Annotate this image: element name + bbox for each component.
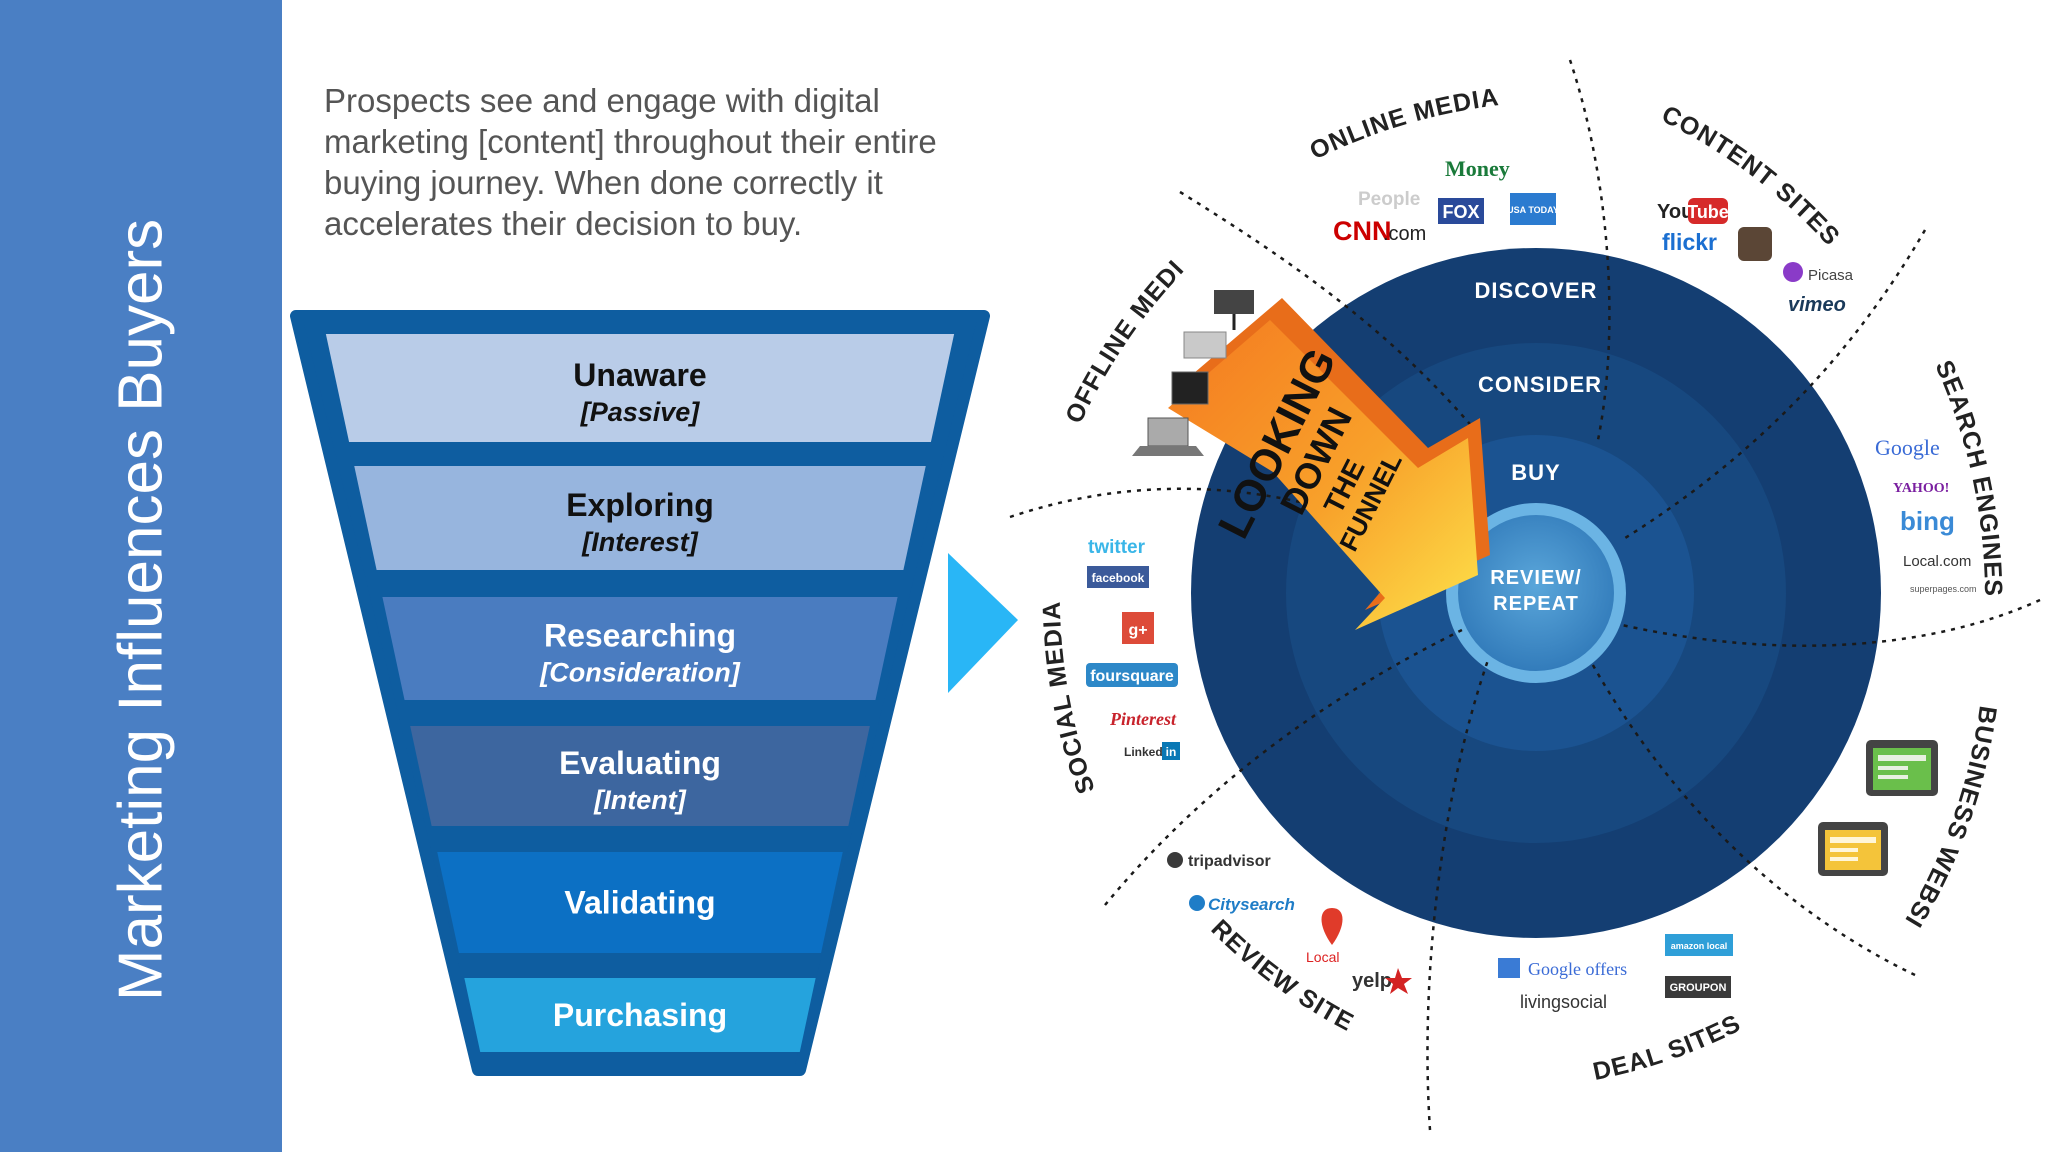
funnel-stages: Unaware [Passive] Exploring [Interest] Resea… — [290, 310, 990, 1076]
logo-google-local: Local — [1306, 949, 1339, 965]
logo-usa: USA TODAY — [1507, 205, 1559, 215]
logo-facebook-box — [1087, 566, 1149, 588]
funnel-stage-name: Researching — [544, 618, 736, 654]
divider-lines — [1009, 59, 2041, 1131]
ring-label-buy: BUY — [1511, 460, 1560, 485]
logo-cnn: CNN — [1333, 216, 1392, 246]
logo-linkedin-box — [1162, 742, 1180, 760]
logo-youtube-box — [1688, 198, 1728, 224]
business-website-icon-2 — [1818, 822, 1888, 876]
funnel-stage-name: Exploring — [566, 487, 714, 523]
logo-groupon-box — [1665, 976, 1731, 998]
logo-facebook: facebook — [1092, 571, 1145, 585]
logo-gplus-box — [1122, 612, 1154, 644]
svg-text:OFFLINE MEDIA: OFFLINE MEDIA — [0, 0, 1190, 428]
funnel-stage-subtitle: [Passive] — [580, 397, 701, 427]
logo-yahoo: YAHOO! — [1893, 481, 1949, 496]
logo-twitter: twitter — [1088, 537, 1146, 558]
logo-yelp: yelp — [1352, 970, 1392, 992]
logo-citysearch: Citysearch — [1208, 895, 1295, 914]
center-review-repeat — [1458, 515, 1614, 671]
logo-picasa: Picasa — [1808, 267, 1854, 284]
logo-cnn-com: .com — [1383, 223, 1426, 245]
category-deal-sites: DEAL SITES — [1590, 1009, 1744, 1086]
center-label-repeat: REPEAT — [1493, 593, 1579, 615]
category-offline-media: OFFLINE MEDIA — [0, 0, 1189, 428]
tv-icon — [1171, 371, 1209, 405]
tripadvisor-icon — [1167, 852, 1183, 868]
logo-foursquare: foursquare — [1090, 668, 1174, 685]
intro-text: Prospects see and engage with digital ma… — [324, 82, 937, 242]
logo-livingsocial: livingsocial — [1520, 992, 1607, 1012]
funnel-stage-name: Purchasing — [553, 997, 727, 1033]
projector-icon — [1214, 290, 1254, 330]
logo-groupon: GROUPON — [1670, 982, 1727, 994]
category-online-media: ONLINE MEDIA — [1305, 83, 1499, 165]
funnel-stage-exploring — [354, 466, 926, 570]
funnel-stage-name: Unaware — [573, 357, 706, 393]
logo-tripadvisor: tripadvisor — [1188, 853, 1271, 870]
laptop-icon — [1132, 417, 1204, 456]
svg-text:SOCIAL MEDIA: SOCIAL MEDIA — [1038, 600, 1101, 797]
funnel-stage-subtitle: [Consideration] — [539, 658, 741, 688]
logo-flickr: flickr — [1662, 229, 1717, 255]
ring-label-consider: CONSIDER — [1478, 372, 1602, 397]
logo-bing: bing — [1900, 506, 1955, 536]
svg-text:DEAL SITES: DEAL SITES — [1590, 1009, 1745, 1086]
logo-vimeo: vimeo — [1788, 294, 1846, 316]
funnel-stage-researching — [382, 597, 898, 700]
logo-superpages: superpages.com — [1910, 584, 1977, 594]
logo-linkedin-in: in — [1166, 745, 1177, 759]
logo-google-offers: Google offers — [1528, 959, 1627, 979]
brand-logos: Money People FOX USA TODAY CNN .com You … — [1086, 156, 1977, 1012]
funnel-stage-subtitle: [Intent] — [593, 785, 686, 815]
center-label-review: REVIEW/ — [1490, 567, 1581, 589]
google-offers-icon — [1498, 958, 1520, 978]
logo-foursquare-box — [1086, 663, 1178, 687]
funnel-stage-evaluating — [410, 726, 870, 826]
funnel-stage-validating — [437, 852, 843, 953]
logo-amazon-local: amazon local — [1671, 941, 1728, 951]
logo-fox-box — [1438, 198, 1484, 224]
logo-people: People — [1358, 189, 1420, 210]
logo-youtube-you: You — [1657, 201, 1693, 223]
logo-money: Money — [1445, 156, 1510, 181]
svg-text:ONLINE MEDIA: ONLINE MEDIA — [1305, 83, 1500, 165]
logo-amazon-box — [1665, 934, 1733, 956]
category-review-sites: REVIEW SITES — [0, 0, 1358, 1037]
map-pin-icon — [1321, 908, 1343, 945]
logo-pinterest: Pinterest — [1109, 709, 1177, 729]
citysearch-icon — [1189, 895, 1205, 911]
funnel-stage-name: Evaluating — [559, 745, 721, 781]
svg-text:REVIEW SITES: REVIEW SITES — [0, 0, 1358, 1037]
yelp-burst-icon — [1385, 968, 1412, 994]
funnel-stage-unaware — [325, 334, 955, 442]
funnel-stage-purchasing — [464, 978, 816, 1052]
sidebar: Marketing Influences Buyers — [0, 0, 282, 1152]
funnel-stage-name: Validating — [564, 885, 715, 921]
radio-icon — [1183, 331, 1227, 359]
picasa-icon — [1783, 262, 1803, 282]
logo-local: Local.com — [1903, 553, 1971, 570]
logo-fox: FOX — [1442, 202, 1479, 222]
logo-youtube-tube: Tube — [1687, 202, 1729, 222]
business-website-icon-1 — [1866, 740, 1938, 796]
logo-google: Google — [1875, 435, 1940, 460]
instagram-icon — [1738, 227, 1772, 261]
logo-gplus: g+ — [1128, 622, 1147, 639]
pointer-arrow — [948, 553, 1018, 693]
logo-linkedin: Linked — [1124, 745, 1163, 759]
funnel-stage-subtitle: [Interest] — [581, 527, 699, 557]
ring-label-discover: DISCOVER — [1475, 278, 1598, 303]
category-social-media: SOCIAL MEDIA — [1038, 600, 1100, 797]
logo-usa-box — [1510, 193, 1556, 225]
